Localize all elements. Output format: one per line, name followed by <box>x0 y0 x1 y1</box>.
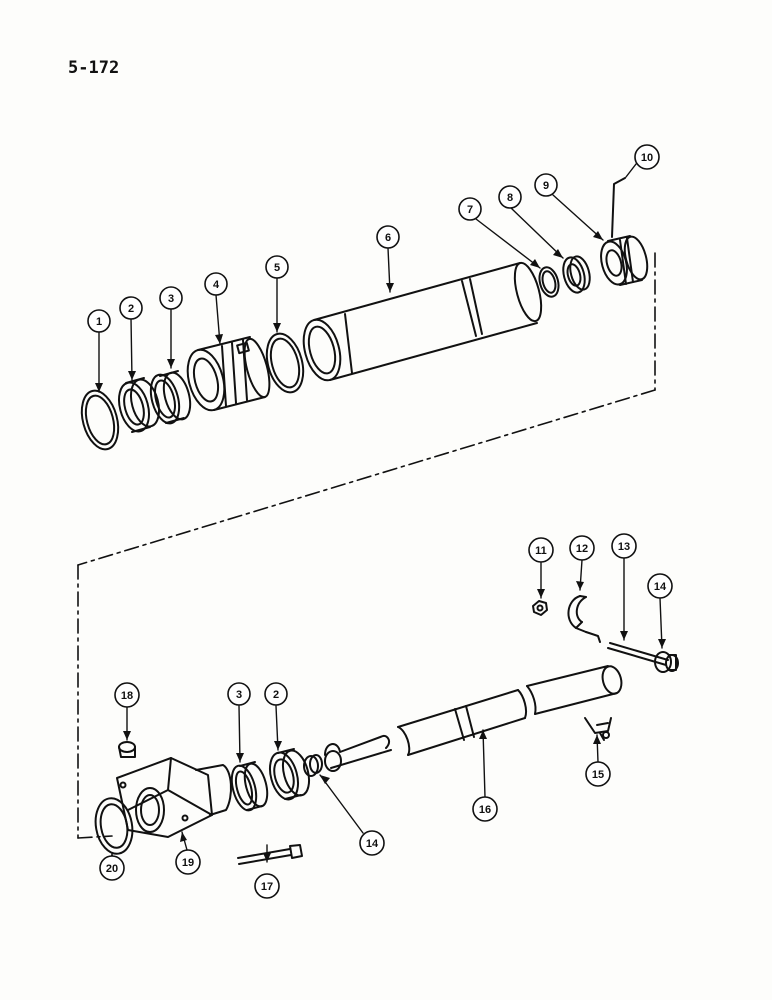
callout-label: 4 <box>213 279 220 291</box>
part-14-plug-lower <box>303 754 323 777</box>
callout-c18: 18 <box>114 682 140 708</box>
part-13-bolt <box>607 642 679 672</box>
part-11-nut <box>532 600 548 616</box>
callout-c9: 9 <box>534 173 558 197</box>
part-16-shaft <box>324 665 623 772</box>
callout-c14a: 14 <box>647 573 673 599</box>
part-9-gland <box>600 235 649 286</box>
callout-label: 7 <box>467 204 473 216</box>
part-3-ring-lower <box>230 761 269 812</box>
callout-c14b: 14 <box>359 830 385 856</box>
callout-label: 14 <box>366 838 379 850</box>
callout-label: 18 <box>121 690 133 702</box>
part-2-seal <box>118 377 161 433</box>
part-20-o-ring <box>94 797 134 855</box>
callout-c2b: 2 <box>264 682 288 706</box>
callout-c12: 12 <box>569 535 595 561</box>
callout-label: 6 <box>385 232 391 244</box>
callout-label: 14 <box>654 581 667 593</box>
callout-c1: 1 <box>87 309 111 333</box>
callout-c3b: 3 <box>227 682 251 706</box>
callout-label: 19 <box>182 857 194 869</box>
callout-c5: 5 <box>265 255 289 279</box>
arrowheads <box>95 231 666 862</box>
part-15-bracket <box>584 717 612 741</box>
callout-label: 15 <box>592 769 604 781</box>
part-4-piston <box>186 336 271 412</box>
callout-label: 11 <box>535 545 547 557</box>
part-19-housing <box>116 757 232 838</box>
callout-c11: 11 <box>528 537 554 563</box>
callout-c16: 16 <box>472 796 498 822</box>
part-1-o-ring <box>80 389 120 451</box>
part-12-clamp <box>567 595 601 643</box>
part-7-ring <box>538 266 560 298</box>
top-dashed-frame <box>77 252 656 839</box>
part-6-barrel <box>302 261 543 382</box>
callout-c7: 7 <box>458 197 482 221</box>
callout-label: 3 <box>236 689 242 701</box>
callout-label: 20 <box>106 863 118 875</box>
callout-label: 9 <box>543 180 549 192</box>
part-5-o-ring <box>265 332 305 394</box>
callout-label: 13 <box>618 541 630 553</box>
part-2-seal-lower <box>268 748 311 801</box>
callout-c17: 17 <box>254 873 280 899</box>
callout-c4: 4 <box>204 272 228 296</box>
callout-label: 3 <box>168 293 174 305</box>
callout-c19: 19 <box>175 849 201 875</box>
callout-c3: 3 <box>159 286 183 310</box>
part-14-plug-upper <box>654 651 677 673</box>
part-10-pin <box>611 177 626 238</box>
callout-label: 5 <box>274 262 280 274</box>
callout-c10: 10 <box>634 144 660 170</box>
part-18-fitting <box>118 741 136 758</box>
callout-label: 8 <box>507 192 513 204</box>
callout-c13: 13 <box>611 533 637 559</box>
top-leaders <box>98 163 637 393</box>
bottom-leaders <box>111 556 663 863</box>
callout-label: 12 <box>576 543 588 555</box>
callout-c15: 15 <box>585 761 611 787</box>
callout-label: 10 <box>641 152 653 164</box>
part-3-ring <box>149 370 192 425</box>
part-8-washer <box>562 255 591 294</box>
callout-label: 1 <box>96 316 102 328</box>
callout-c6: 6 <box>376 225 400 249</box>
callout-c8: 8 <box>498 185 522 209</box>
callout-c2: 2 <box>119 296 143 320</box>
callout-label: 17 <box>261 881 273 893</box>
callout-label: 2 <box>273 689 279 701</box>
callout-c20: 20 <box>99 855 125 881</box>
page-number: 5-172 <box>68 58 120 78</box>
callout-label: 2 <box>128 303 134 315</box>
callout-label: 16 <box>479 804 491 816</box>
